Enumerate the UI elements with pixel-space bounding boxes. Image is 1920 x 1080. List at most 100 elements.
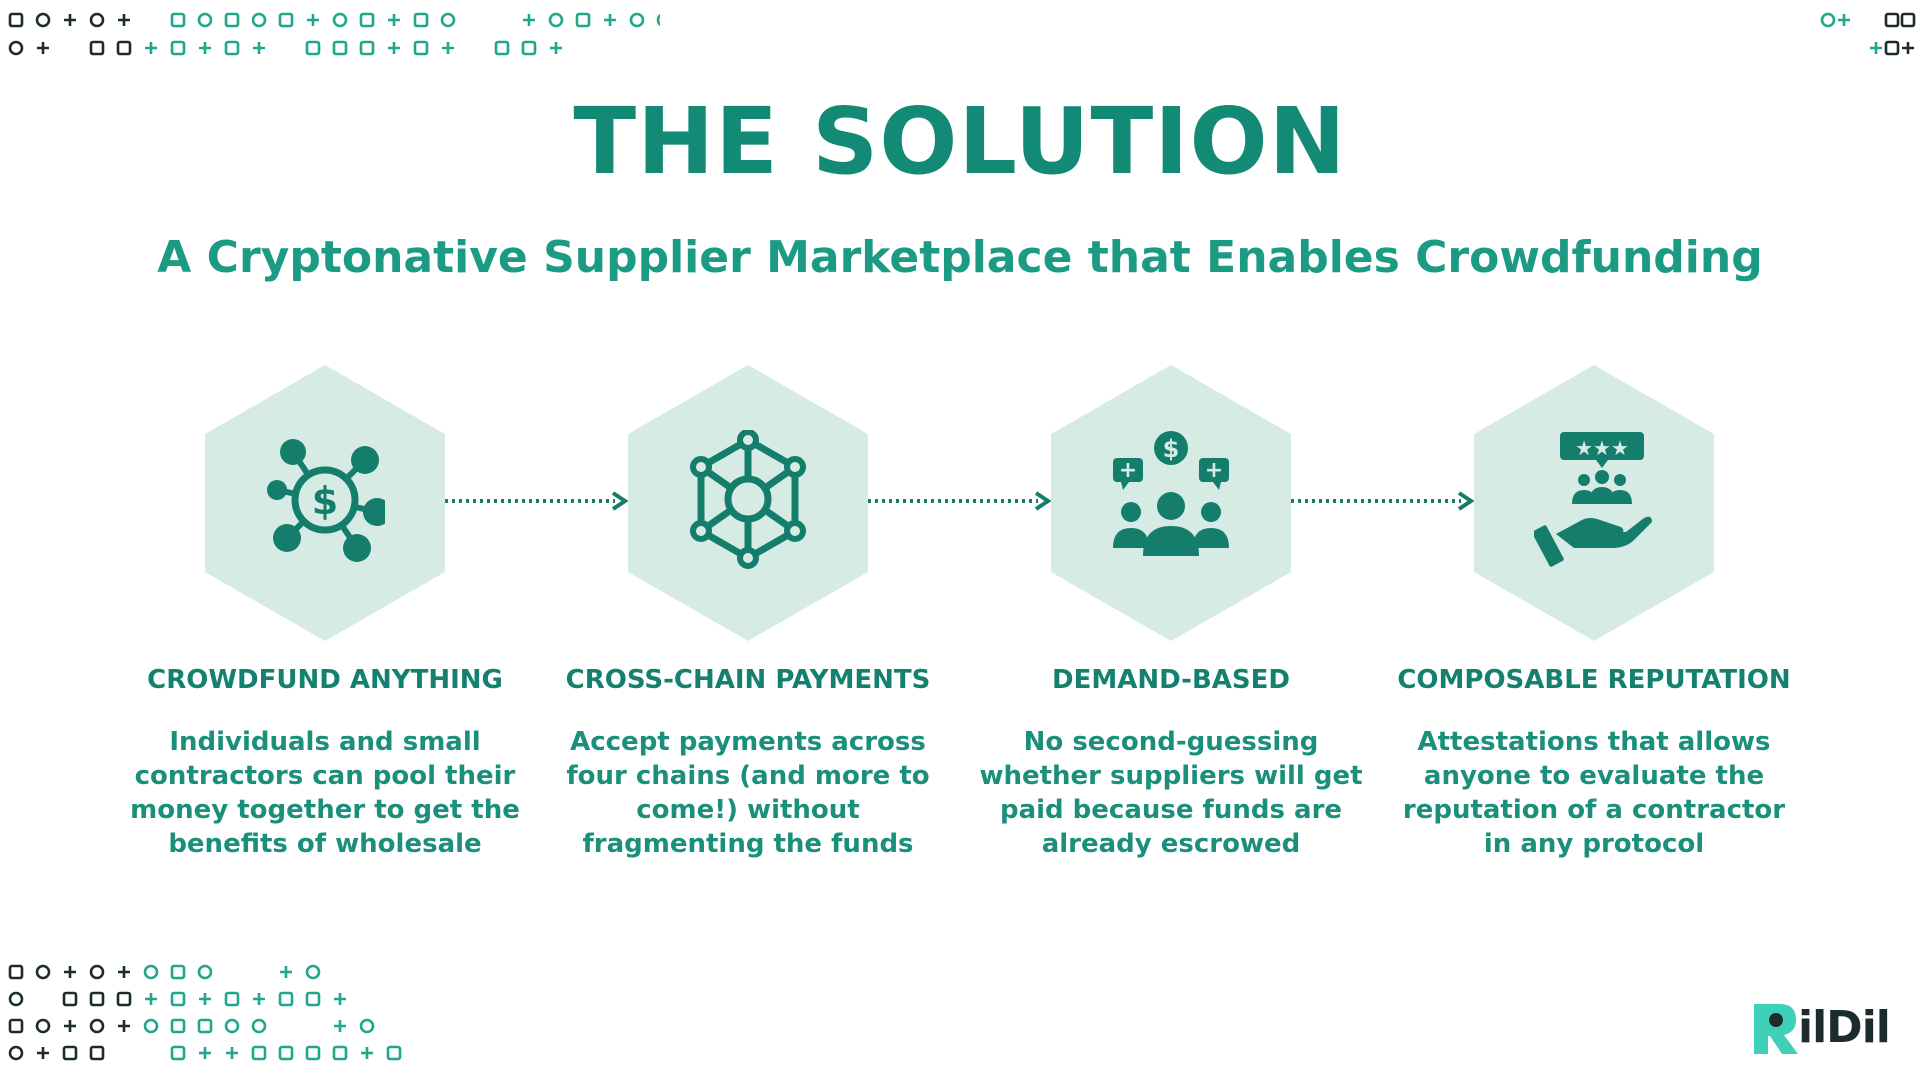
decorative-glyph (35, 964, 51, 980)
decorative-pattern-bottom-left (0, 958, 440, 1068)
decorative-glyph (361, 1047, 373, 1059)
decorative-glyph (224, 991, 240, 1007)
decorative-glyph (251, 12, 267, 28)
decorative-glyph (64, 14, 76, 26)
decorative-glyph (35, 12, 51, 28)
step-description: Individuals and small contractors can po… (130, 727, 520, 859)
decorative-glyph (305, 1045, 321, 1061)
step-description: Accept payments across four chains (and … (566, 727, 930, 859)
decorative-glyph (199, 42, 211, 54)
decorative-glyph (143, 964, 159, 980)
step-title: CROSS-CHAIN PAYMENTS (565, 665, 931, 695)
decorative-glyph (199, 1047, 211, 1059)
hexagon-background (628, 365, 868, 641)
decorative-glyph (1820, 12, 1836, 28)
decorative-glyph (89, 1018, 105, 1034)
decorative-glyph (89, 991, 105, 1007)
step-title: COMPOSABLE REPUTATION (1397, 665, 1791, 695)
decorative-glyph (1870, 42, 1882, 54)
decorative-glyph (170, 964, 186, 980)
decorative-glyph (548, 12, 564, 28)
decorative-glyph (64, 966, 76, 978)
decorative-glyph (413, 12, 429, 28)
decorative-glyph (197, 12, 213, 28)
decorative-glyph (307, 14, 319, 26)
decorative-glyph (37, 1047, 49, 1059)
decorative-glyph (550, 42, 562, 54)
page-subtitle: A Cryptonative Supplier Marketplace that… (157, 232, 1763, 283)
decorative-glyph (170, 1018, 186, 1034)
page-title: THE SOLUTION (573, 88, 1347, 195)
decorative-glyph (332, 12, 348, 28)
decorative-glyph (656, 13, 660, 27)
decorative-glyph (334, 993, 346, 1005)
decorative-glyph (35, 1018, 51, 1034)
decorative-glyph (388, 14, 400, 26)
step-description: Attestations that allows anyone to evalu… (1402, 727, 1786, 859)
decorative-glyph (280, 966, 292, 978)
decorative-glyph (224, 1018, 240, 1034)
decorative-glyph (359, 40, 375, 56)
svg-text:$: $ (1163, 435, 1180, 463)
decorative-glyph (224, 40, 240, 56)
decorative-glyph (226, 1047, 238, 1059)
decorative-glyph (386, 1045, 402, 1061)
decorative-glyph (629, 12, 645, 28)
decorative-glyph (604, 14, 616, 26)
decorative-glyph (523, 14, 535, 26)
decorative-glyph (118, 1020, 130, 1032)
decorative-glyph (37, 42, 49, 54)
decorative-glyph (116, 991, 132, 1007)
decorative-glyph (170, 40, 186, 56)
decorative-glyph (170, 12, 186, 28)
decorative-glyph (305, 991, 321, 1007)
decorative-glyph (197, 1018, 213, 1034)
arrow-connector (1291, 490, 1476, 512)
crowdfund-network-icon: $ (265, 430, 391, 570)
decorative-glyph (145, 993, 157, 1005)
decorative-glyph (278, 1045, 294, 1061)
decorative-glyph (118, 14, 130, 26)
decorative-glyph (145, 42, 157, 54)
svg-text:$: $ (312, 479, 338, 523)
decorative-glyph (89, 964, 105, 980)
decorative-glyph (575, 12, 591, 28)
community-funding-icon: $ + + (1111, 430, 1231, 570)
decorative-glyph (116, 40, 132, 56)
decorative-pattern-top-right (1780, 0, 1920, 66)
decorative-glyph (1838, 14, 1850, 26)
decorative-glyph (388, 42, 400, 54)
decorative-glyph (170, 991, 186, 1007)
decorative-glyph (1884, 12, 1900, 28)
decorative-glyph (332, 40, 348, 56)
decorative-glyph (334, 1020, 346, 1032)
step-description: No second-guessing whether suppliers wil… (979, 727, 1363, 859)
decorative-glyph (199, 993, 211, 1005)
reputation-hand-icon: ★★★ (1532, 430, 1654, 570)
decorative-glyph (1902, 42, 1914, 54)
decorative-glyph (305, 40, 321, 56)
decorative-glyph (8, 40, 24, 56)
company-logo: ilDil (1750, 1000, 1891, 1056)
decorative-glyph (521, 40, 537, 56)
logo-text: ilDil (1798, 1002, 1891, 1053)
decorative-glyph (170, 1045, 186, 1061)
decorative-glyph (251, 1045, 267, 1061)
svg-text:+: + (1205, 458, 1223, 483)
step-title: DEMAND-BASED (1052, 665, 1290, 695)
decorative-glyph (62, 1045, 78, 1061)
decorative-glyph (305, 964, 321, 980)
decorative-glyph (413, 40, 429, 56)
decorative-glyph (8, 991, 24, 1007)
logo-mark-icon (1754, 1004, 1798, 1054)
decorative-glyph (89, 12, 105, 28)
decorative-glyph (143, 1018, 159, 1034)
decorative-glyph (278, 12, 294, 28)
decorative-glyph (8, 964, 24, 980)
decorative-glyph (1884, 40, 1900, 56)
svg-text:★★★: ★★★ (1575, 436, 1629, 460)
decorative-glyph (8, 1018, 24, 1034)
decorative-glyph (442, 42, 454, 54)
decorative-glyph (494, 40, 510, 56)
decorative-glyph (89, 40, 105, 56)
